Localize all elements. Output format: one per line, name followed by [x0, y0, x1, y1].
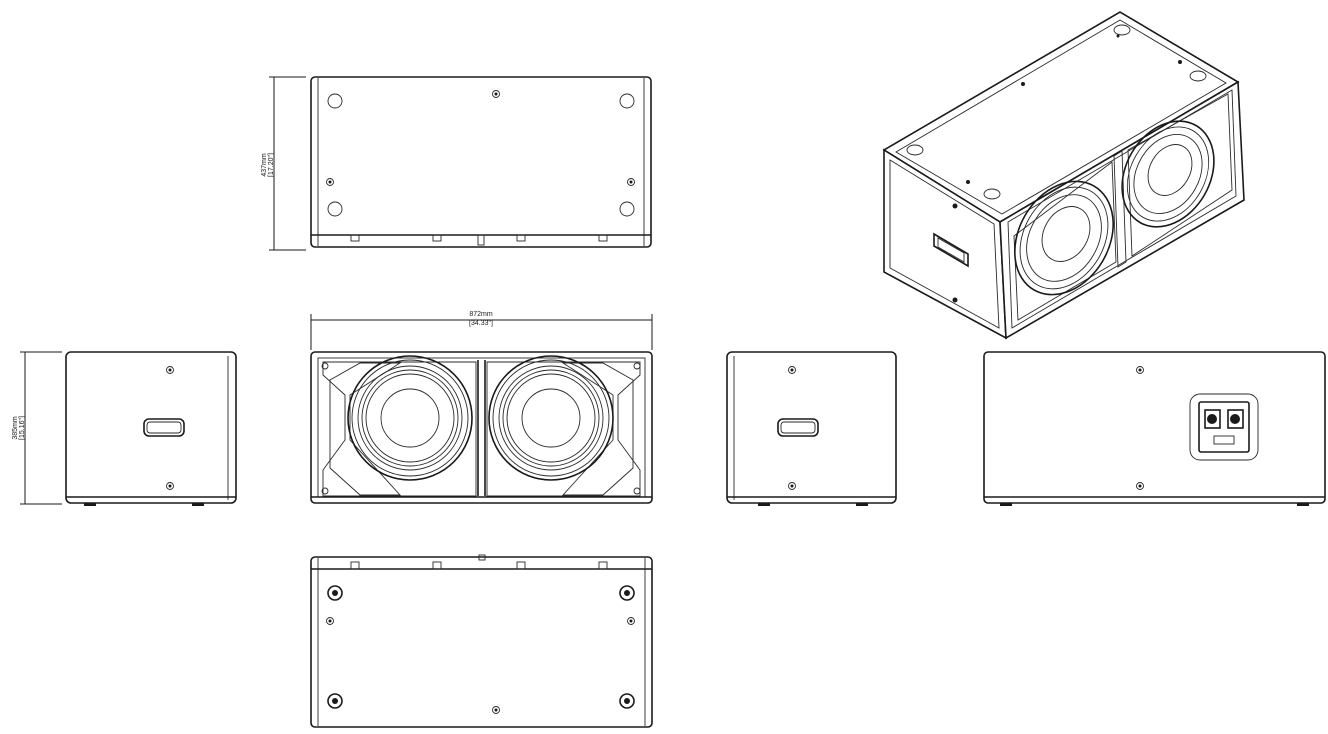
top-view	[310, 76, 652, 248]
isometric-view	[882, 11, 1245, 340]
connector-panel	[1189, 393, 1259, 461]
front-view	[310, 351, 653, 504]
side-height-dimension: 385mm [15.16"]	[12, 351, 62, 505]
feet	[327, 585, 635, 709]
width-metric-label: 872mm	[469, 311, 493, 318]
iso-left-woofer	[1014, 180, 1114, 296]
iso-right-woofer	[1121, 120, 1215, 228]
left-side-view	[65, 351, 237, 506]
rear-view	[983, 351, 1326, 506]
depth-imperial-label: [17.20"]	[268, 153, 275, 177]
height-metric-label: 385mm	[12, 416, 19, 440]
depth-dimension: 437mm [17.20"]	[261, 76, 306, 251]
depth-metric-label: 437mm	[261, 153, 268, 177]
right-woofer	[488, 355, 614, 481]
height-imperial-label: [15.16"]	[19, 416, 26, 440]
front-width-dimension: 872mm [34.33"]	[310, 311, 653, 350]
width-imperial-label: [34.33"]	[469, 320, 493, 327]
left-woofer	[347, 355, 473, 481]
bottom-view	[310, 554, 653, 728]
right-side-view	[726, 351, 897, 506]
